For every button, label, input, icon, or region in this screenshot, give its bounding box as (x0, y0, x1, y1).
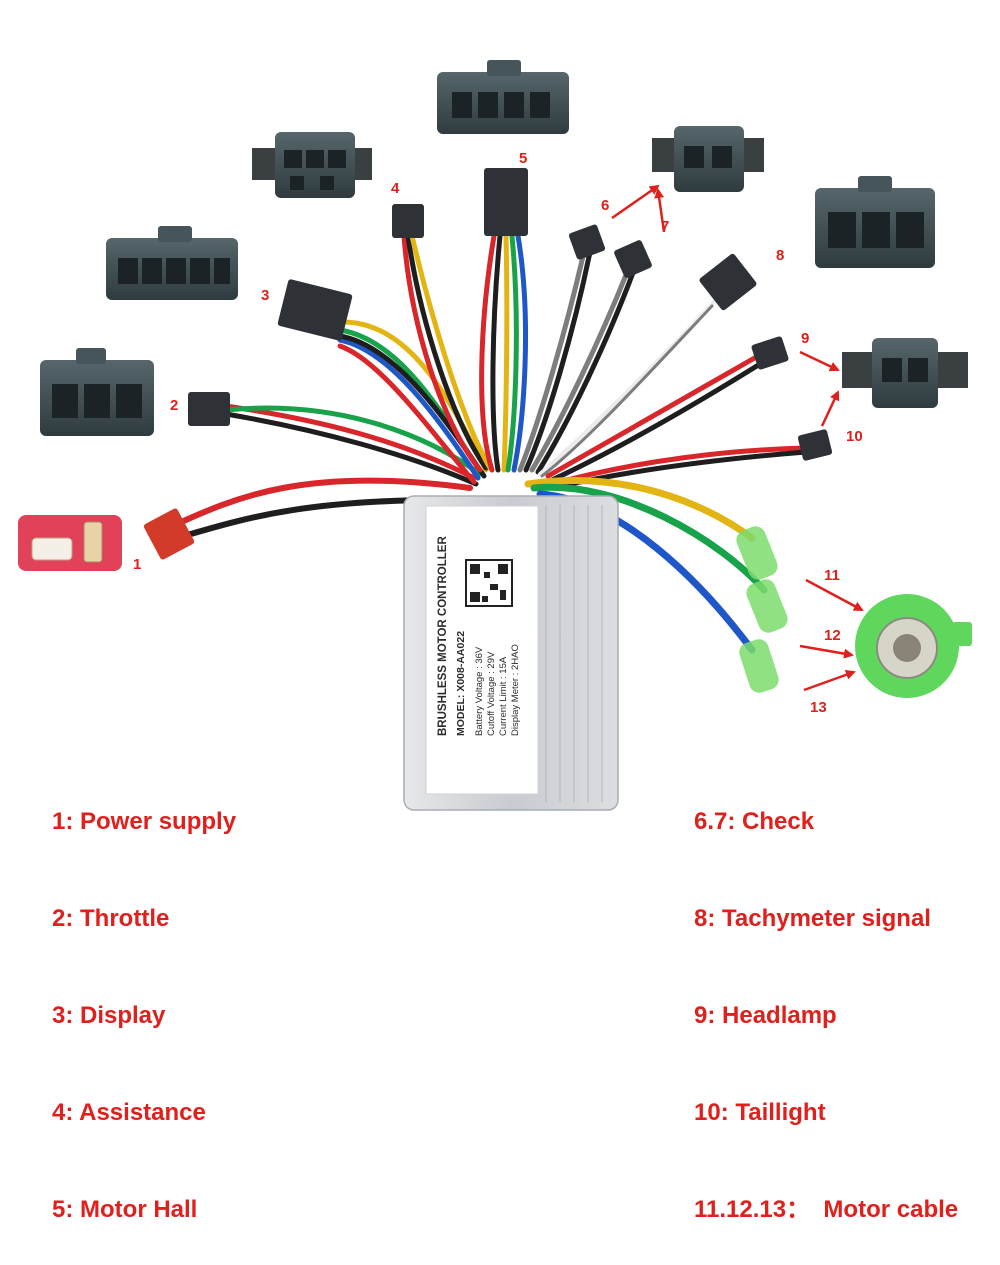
plug-power-t-male (143, 508, 195, 560)
wire-head-black (549, 361, 763, 483)
qr-code-pattern (470, 564, 508, 602)
socket-housing-top (437, 60, 569, 134)
controller-spec-display: Display Meter : 2HAO (510, 644, 521, 736)
legend-item-tachymeter: 8: Tachymeter signal (694, 905, 931, 932)
socket-housing-check (652, 126, 764, 192)
number-9: 9 (801, 330, 809, 347)
wire-hall-blue (511, 233, 529, 473)
arrow-7 (654, 188, 666, 233)
legend-item-taillight: 10: Taillight (694, 1099, 826, 1126)
socket-housing-right-3pin (815, 176, 935, 268)
legend-item-assistance: 4: Assistance (52, 1099, 206, 1126)
arrow-6 (611, 184, 660, 220)
number-10: 10 (846, 428, 863, 445)
plug-assistance (392, 204, 424, 238)
plug-motor-hall (484, 168, 528, 236)
plug-taillight (797, 429, 833, 461)
number-6: 6 (601, 197, 609, 214)
wire-phase-green (530, 483, 768, 594)
number-13: 13 (810, 699, 827, 716)
plug-tachymeter (699, 253, 757, 311)
wire-phase-yellow (524, 477, 756, 542)
plug-headlamp (751, 336, 789, 370)
number-11: 11 (824, 567, 840, 584)
number-5: 5 (519, 150, 527, 167)
controller-spec-voltage: Battery Voltage : 36V (474, 646, 485, 736)
legend-item-throttle: 2: Throttle (52, 905, 170, 932)
number-4: 4 (391, 180, 400, 197)
number-1: 1 (133, 556, 141, 573)
legend-item-motor-cable: 11.12.13： Motor cable (694, 1196, 959, 1223)
wire-hall-green (505, 233, 519, 473)
plug-throttle (188, 392, 230, 426)
legend-item-display: 3: Display (52, 1002, 166, 1029)
socket-housing-left-5pin (106, 226, 238, 300)
phase-bullet-blue (739, 639, 779, 693)
socket-housing-lights (842, 338, 968, 408)
motor-phase-connectors (736, 526, 788, 693)
number-7: 7 (661, 218, 669, 235)
wire-power-red (165, 477, 473, 531)
wire-assist-red (401, 233, 483, 473)
wire-assist-yellow (409, 233, 493, 471)
number-2: 2 (170, 397, 178, 414)
wire-hall-yellow (501, 233, 510, 473)
wire-tach-gray (540, 304, 714, 478)
arrow-11 (805, 578, 864, 612)
wire-tail-red (549, 445, 809, 487)
number-3: 3 (261, 287, 269, 304)
wire-check6-black (523, 249, 593, 473)
number-12: 12 (824, 627, 841, 644)
plug-display (277, 279, 353, 341)
arrow-12 (799, 644, 854, 659)
number-8: 8 (776, 247, 784, 264)
legend-item-power-supply: 1: Power supply (52, 808, 237, 835)
controller-spec-cutoff: Cutoff Voltage : 29V (486, 651, 497, 736)
legend-right: 6.7: Check 8: Tachymeter signal 9: Headl… (694, 752, 958, 1265)
callout-arrows (611, 184, 864, 692)
connector-numbers: 1 2 3 4 5 6 7 8 9 10 11 12 13 (133, 150, 863, 716)
wire-check7-gray (529, 267, 631, 473)
legend-item-motor-hall: 5: Motor Hall (52, 1196, 198, 1223)
wire-head-red (545, 353, 761, 479)
socket-housing-upper-left (252, 132, 372, 198)
motor-cable-socket (855, 594, 972, 698)
wiring-diagram: BRUSHLESS MOTOR CONTROLLER MODEL: X008-A… (18, 60, 972, 811)
socket-housing-left-3pin (40, 348, 154, 436)
legend-left: 1: Power supply 2: Throttle 3: Display 4… (52, 752, 236, 1265)
arrow-10 (820, 390, 840, 427)
wire-display-blue (337, 337, 481, 481)
phase-bullet-yellow (736, 526, 778, 580)
wire-throttle-red (223, 403, 477, 481)
controller-spec-current: Current Limit : 15A (498, 656, 509, 736)
plug-check-6 (568, 224, 606, 260)
wire-check7-black (535, 267, 637, 475)
arrow-13 (803, 670, 856, 692)
controller-title: BRUSHLESS MOTOR CONTROLLER (437, 536, 449, 736)
battery-t-plug-female (18, 515, 122, 571)
controller-sticker (425, 505, 539, 795)
phase-bullet-green (746, 579, 788, 633)
wire-throttle-black (223, 411, 479, 487)
legend-item-headlamp: 9: Headlamp (694, 1002, 837, 1029)
plug-check-7 (614, 240, 652, 278)
wire-hall-red (479, 233, 497, 473)
wire-assist-black (405, 233, 489, 471)
controller-model: MODEL: X008-AA022 (455, 631, 467, 736)
motor-controller-body: BRUSHLESS MOTOR CONTROLLER MODEL: X008-A… (403, 495, 619, 811)
legend-item-check: 6.7: Check (694, 808, 815, 835)
wire-hall-black (490, 233, 503, 473)
wire-check6-gray (517, 249, 587, 473)
wire-bundle (143, 168, 833, 654)
wire-display-red (337, 343, 477, 485)
arrow-9 (799, 350, 840, 372)
